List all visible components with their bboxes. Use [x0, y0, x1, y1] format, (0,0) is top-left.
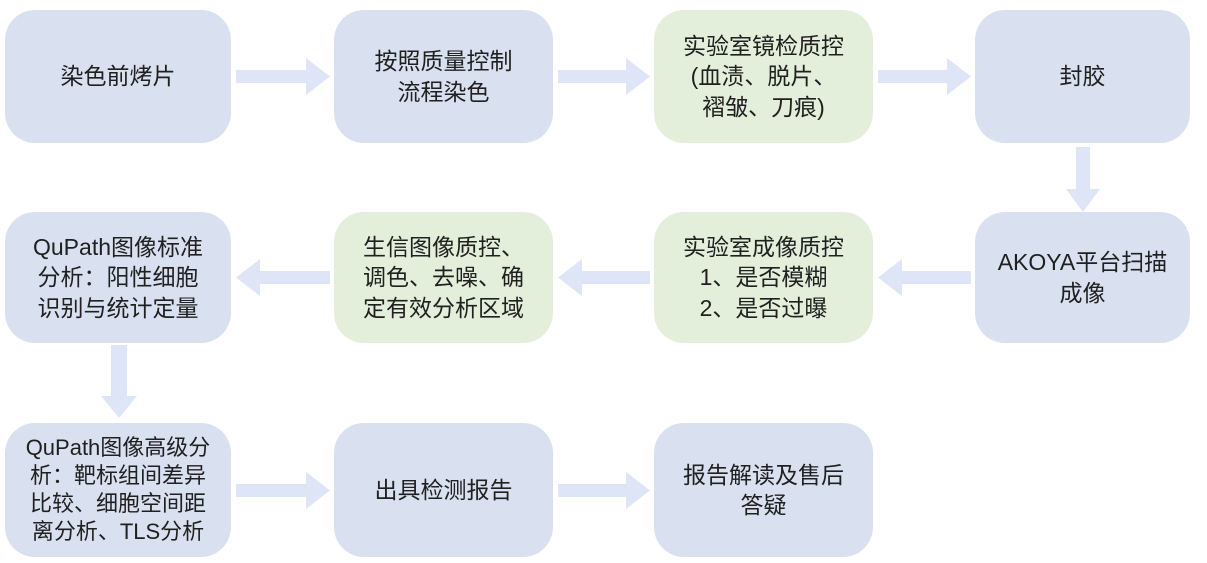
node-microscopy-qc-label: 实验室镜检质控 (血渍、脱片、 褶皱、刀痕)	[683, 32, 844, 120]
node-qc-staining: 按照质量控制 流程染色	[334, 10, 553, 143]
node-issue-report-label: 出具检测报告	[374, 476, 513, 503]
arrow-right-icon	[558, 58, 650, 95]
arrow-right-icon	[878, 58, 971, 95]
arrow-down-icon	[101, 345, 137, 418]
node-bioinfo-image-qc: 生信图像质控、 调色、去噪、确 定有效分析区域	[334, 212, 553, 343]
node-bioinfo-image-qc-label: 生信图像质控、 调色、去噪、确 定有效分析区域	[363, 233, 524, 321]
node-qupath-standard-label: QuPath图像标准 分析：阳性细胞 识别与统计定量	[33, 233, 203, 321]
arrow-down-icon	[1066, 147, 1100, 212]
arrow-right-icon	[236, 58, 330, 95]
node-microscopy-qc: 实验室镜检质控 (血渍、脱片、 褶皱、刀痕)	[654, 10, 873, 143]
node-qupath-advanced-label: QuPath图像高级分 析：靶标组间差异 比较、细胞空间距 离分析、TLS分析	[25, 434, 211, 545]
arrow-left-icon	[236, 259, 330, 296]
node-seal: 封胶	[975, 10, 1190, 143]
node-qc-staining-label: 按照质量控制 流程染色	[374, 48, 513, 105]
node-qupath-advanced: QuPath图像高级分 析：靶标组间差异 比较、细胞空间距 离分析、TLS分析	[5, 423, 231, 557]
node-bake-slides: 染色前烤片	[5, 10, 231, 143]
arrow-left-icon	[558, 259, 650, 296]
node-issue-report: 出具检测报告	[334, 423, 553, 557]
node-bake-slides-label: 染色前烤片	[60, 63, 176, 90]
node-akoya-scan-label: AKOYA平台扫描 成像	[997, 249, 1168, 306]
node-report-aftersale: 报告解读及售后 答疑	[654, 423, 873, 557]
arrow-left-icon	[878, 259, 971, 296]
node-report-aftersale-label: 报告解读及售后 答疑	[683, 461, 844, 518]
node-seal-label: 封胶	[1059, 63, 1106, 90]
node-imaging-qc: 实验室成像质控 1、是否模糊 2、是否过曝	[654, 212, 873, 343]
node-qupath-standard: QuPath图像标准 分析：阳性细胞 识别与统计定量	[5, 212, 231, 343]
node-akoya-scan: AKOYA平台扫描 成像	[975, 212, 1190, 343]
node-imaging-qc-label: 实验室成像质控 1、是否模糊 2、是否过曝	[683, 233, 844, 321]
arrow-right-icon	[558, 472, 650, 509]
arrow-right-icon	[236, 472, 330, 509]
